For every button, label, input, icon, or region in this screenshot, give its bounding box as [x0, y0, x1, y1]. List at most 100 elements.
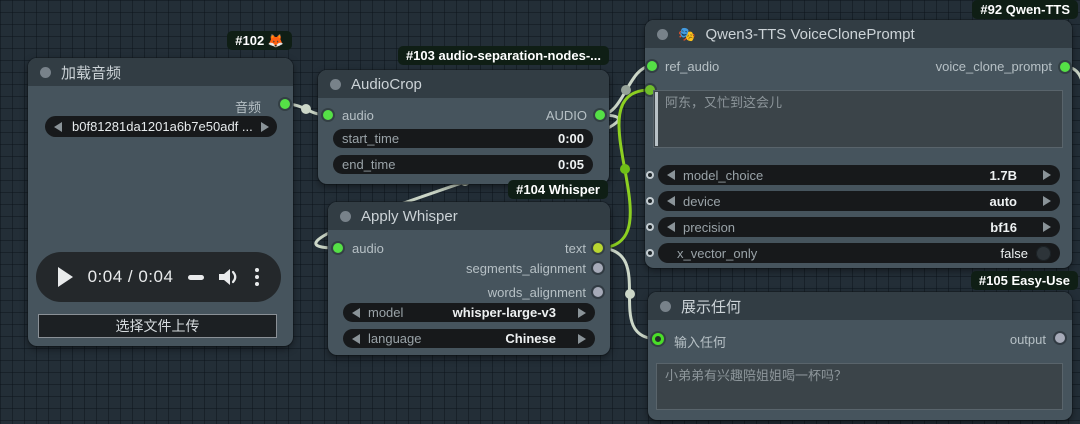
- combo-prev-icon[interactable]: [667, 222, 675, 232]
- output-label: 音频: [234, 100, 261, 115]
- output-label-text: text: [565, 241, 586, 256]
- ref-text-textarea[interactable]: 阿东，又忙到这会儿: [653, 90, 1063, 148]
- x-vector-only-toggle-widget[interactable]: x_vector_only false: [658, 243, 1060, 263]
- widget-value: Chinese: [505, 331, 556, 346]
- widget-value: bf16: [990, 219, 1017, 235]
- input-socket-audio[interactable]: [323, 110, 333, 120]
- language-combo-widget[interactable]: language Chinese: [343, 329, 595, 348]
- model-combo-widget[interactable]: model whisper-large-v3: [343, 303, 595, 322]
- widget-value: auto: [989, 193, 1017, 209]
- widget-input-socket[interactable]: [646, 223, 654, 231]
- widget-value: 1.7B: [989, 167, 1017, 183]
- output-socket-audio[interactable]: [280, 99, 290, 109]
- input-label: audio: [342, 108, 374, 123]
- output-label: voice_clone_prompt: [935, 59, 1052, 74]
- file-combo-widget[interactable]: b0f81281da1201a6b7e50adf ...: [45, 116, 277, 137]
- play-icon[interactable]: [57, 267, 73, 287]
- combo-prev-icon[interactable]: [667, 170, 675, 180]
- output-label-segments: segments_alignment: [466, 261, 586, 276]
- widget-value: 0:00: [557, 131, 584, 146]
- node-title: 展示任何: [681, 298, 742, 316]
- output-label: AUDIO: [545, 108, 587, 123]
- combo-next-icon[interactable]: [578, 307, 586, 318]
- player-time: 0:04 / 0:04: [87, 267, 174, 286]
- widget-label: precision: [683, 219, 736, 235]
- output-socket-text[interactable]: [593, 243, 603, 253]
- link-midpoint[interactable]: [621, 85, 631, 95]
- widget-input-socket[interactable]: [646, 249, 654, 257]
- widget-value: whisper-large-v3: [452, 305, 556, 320]
- combo-next-icon[interactable]: [1043, 222, 1051, 232]
- end-time-widget[interactable]: end_time 0:05: [333, 155, 593, 174]
- upload-file-button[interactable]: 选择文件上传: [38, 314, 277, 338]
- combo-next-icon[interactable]: [578, 333, 586, 344]
- node-id-badge: #105 Easy-Use: [970, 271, 1078, 290]
- volume-icon[interactable]: [219, 268, 240, 286]
- node-titlebar[interactable]: Apply Whisper: [328, 202, 610, 230]
- widget-input-socket[interactable]: [646, 197, 654, 205]
- device-combo-widget[interactable]: device auto: [658, 191, 1060, 211]
- output-socket-words[interactable]: [593, 287, 603, 297]
- output-label-words: words_alignment: [487, 285, 586, 300]
- combo-next-icon[interactable]: [1043, 170, 1051, 180]
- seek-bar[interactable]: [188, 274, 205, 280]
- node-audiocrop[interactable]: #103 audio-separation-nodes-... AudioCro…: [318, 46, 609, 184]
- collapse-dot-icon[interactable]: [657, 28, 668, 40]
- link-midpoint[interactable]: [301, 104, 311, 114]
- precision-combo-widget[interactable]: precision bf16: [658, 217, 1060, 237]
- node-titlebar[interactable]: 🎭 Qwen3-TTS VoiceClonePrompt: [645, 20, 1072, 48]
- masks-icon: 🎭: [678, 25, 696, 42]
- link-midpoint[interactable]: [625, 289, 635, 299]
- node-title: AudioCrop: [351, 75, 422, 93]
- widget-label: start_time: [342, 131, 400, 146]
- output-socket-segments[interactable]: [593, 263, 603, 273]
- input-label: 输入任何: [674, 335, 727, 350]
- node-title: Apply Whisper: [361, 207, 458, 225]
- node-qwen3-tts[interactable]: #92 Qwen-TTS 🎭 Qwen3-TTS VoiceClonePromp…: [645, 0, 1078, 268]
- collapse-dot-icon[interactable]: [340, 210, 351, 222]
- node-titlebar[interactable]: 展示任何: [648, 292, 1072, 320]
- combo-next-icon[interactable]: [1043, 196, 1051, 206]
- node-titlebar[interactable]: 加载音频: [28, 58, 293, 86]
- node-title: Qwen3-TTS VoiceClonePrompt: [705, 25, 915, 43]
- node-id-badge: #103 audio-separation-nodes-...: [397, 46, 609, 65]
- collapse-dot-icon[interactable]: [330, 78, 341, 90]
- combo-prev-icon[interactable]: [352, 333, 360, 344]
- node-id-badge: #102 🦊: [227, 31, 292, 50]
- node-titlebar[interactable]: AudioCrop: [318, 70, 609, 98]
- output-label: output: [1009, 332, 1046, 347]
- collapse-dot-icon[interactable]: [660, 300, 671, 312]
- input-socket-ref-text[interactable]: [645, 85, 655, 95]
- combo-prev-icon[interactable]: [352, 307, 360, 318]
- node-id-badge: #104 Whisper: [508, 180, 608, 199]
- ref-text-value: 阿东，又忙到这会儿: [665, 95, 783, 110]
- widget-label: x_vector_only: [677, 245, 758, 261]
- toggle-knob[interactable]: [1036, 245, 1051, 261]
- more-options-icon[interactable]: [255, 268, 260, 286]
- output-socket[interactable]: [1055, 333, 1065, 343]
- node-id-badge: #92 Qwen-TTS: [972, 0, 1078, 19]
- display-textarea[interactable]: 小弟弟有兴趣陪姐姐喝一杯吗？: [656, 363, 1063, 410]
- widget-label: device: [683, 193, 721, 209]
- widget-input-socket[interactable]: [646, 171, 654, 179]
- link-midpoint[interactable]: [620, 164, 630, 174]
- combo-prev-icon[interactable]: [54, 121, 62, 132]
- output-socket-audio[interactable]: [595, 110, 605, 120]
- collapse-dot-icon[interactable]: [40, 66, 51, 78]
- model-choice-combo-widget[interactable]: model_choice 1.7B: [658, 165, 1060, 185]
- combo-prev-icon[interactable]: [667, 196, 675, 206]
- input-socket-audio[interactable]: [333, 243, 343, 253]
- node-load-audio[interactable]: #102 🦊 加载音频 音频 b0f81281da1201a6b7e50adf …: [28, 31, 293, 346]
- start-time-widget[interactable]: start_time 0:00: [333, 129, 593, 148]
- input-label: audio: [352, 241, 384, 256]
- node-show-any[interactable]: #105 Easy-Use 展示任何 输入任何 output 小弟弟有兴趣陪姐姐…: [648, 271, 1078, 420]
- audio-player[interactable]: 0:04 / 0:04: [36, 252, 281, 302]
- input-socket-ref-audio[interactable]: [647, 61, 657, 71]
- combo-value: b0f81281da1201a6b7e50adf ...: [72, 119, 253, 134]
- input-socket-anything[interactable]: [652, 333, 664, 345]
- widget-label: language: [368, 331, 422, 346]
- output-socket-voice-clone[interactable]: [1060, 62, 1070, 72]
- combo-next-icon[interactable]: [260, 121, 269, 132]
- node-apply-whisper[interactable]: #104 Whisper Apply Whisper audio text se…: [328, 180, 610, 355]
